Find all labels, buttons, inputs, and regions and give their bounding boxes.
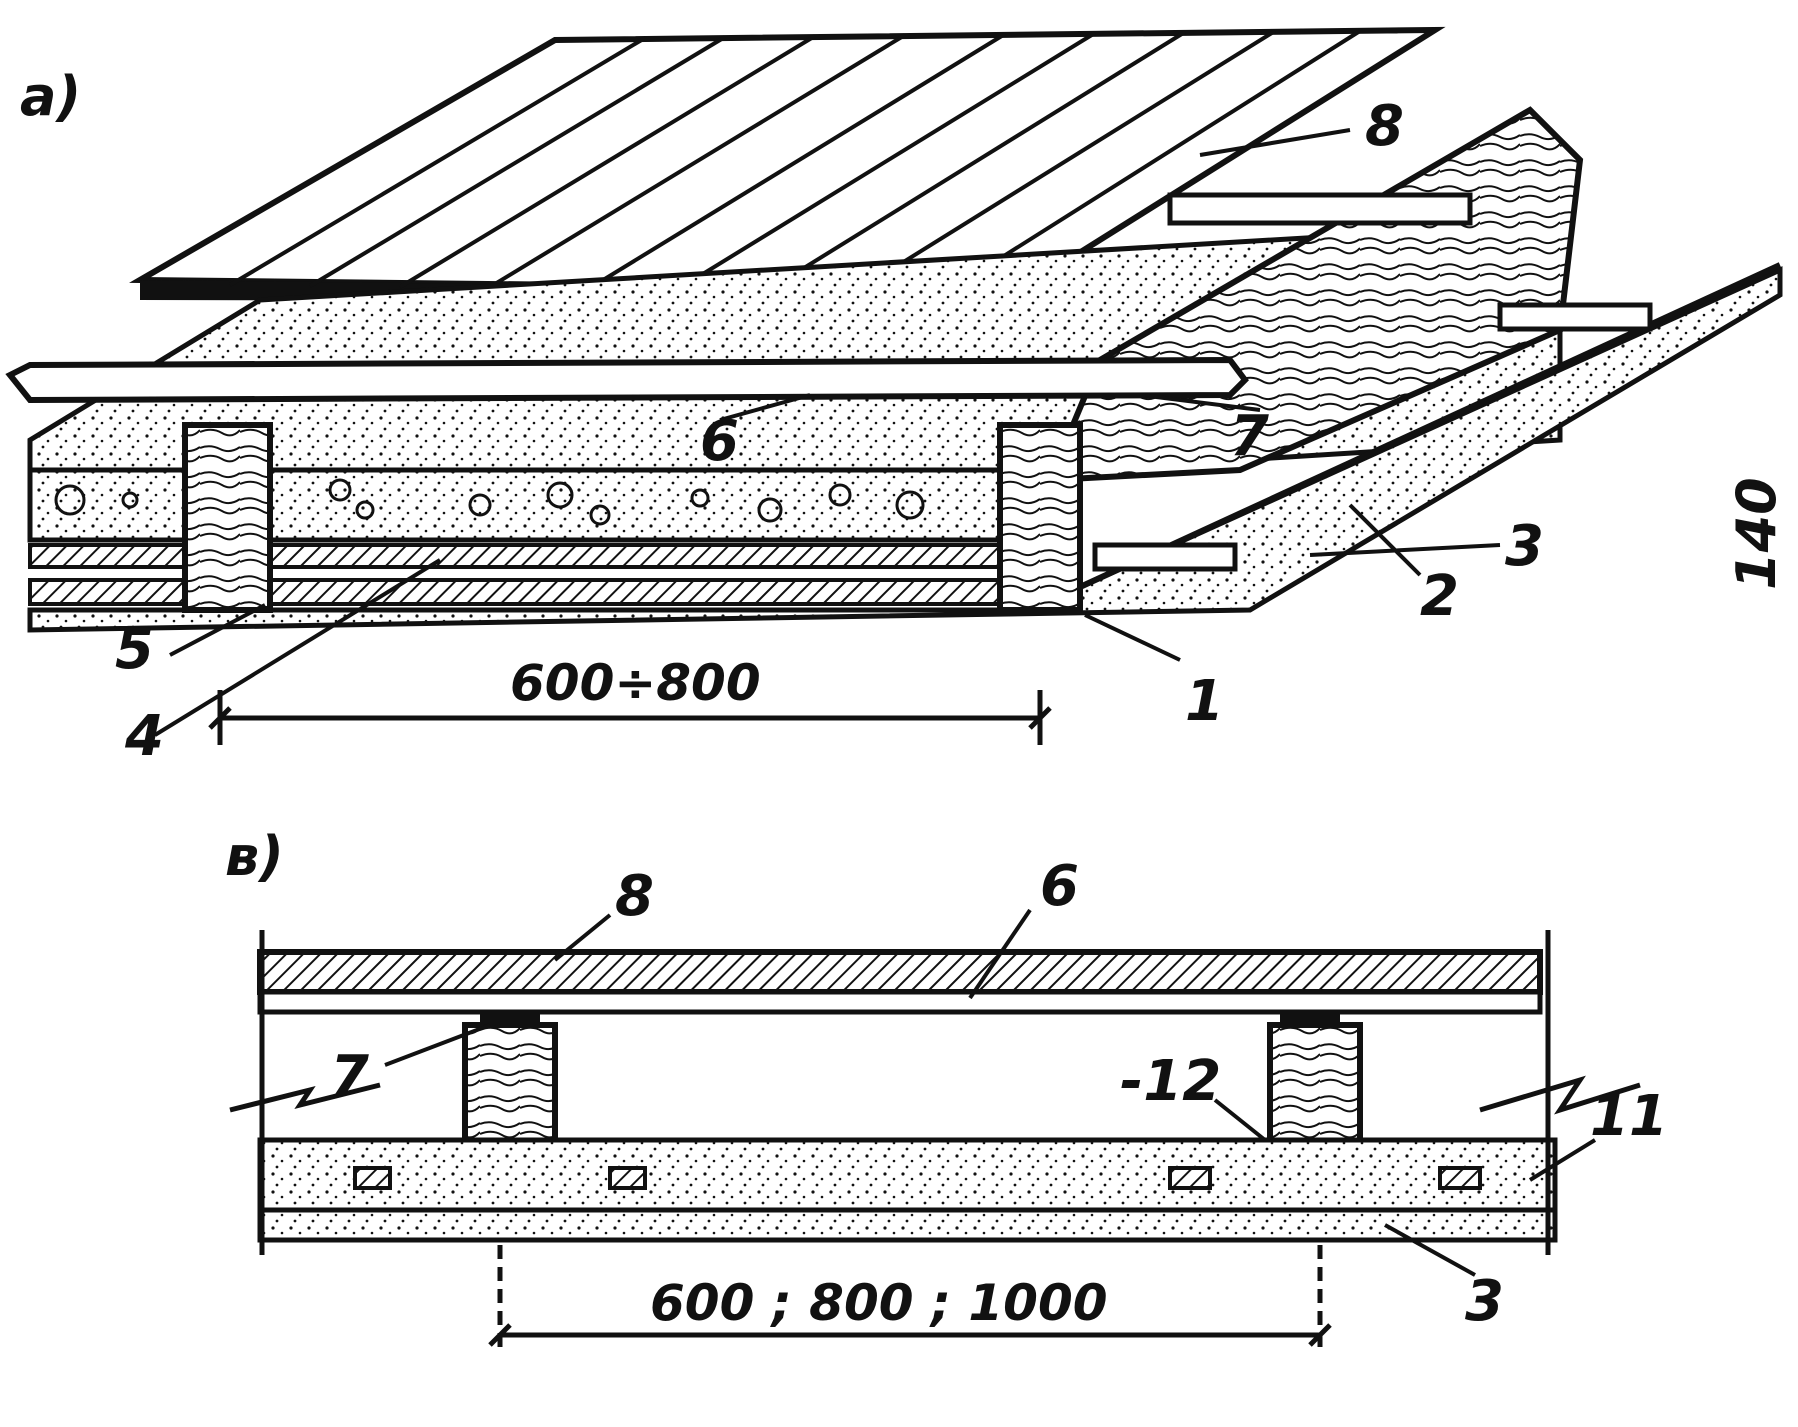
floorboard-deck [129, 26, 1446, 302]
dimension-line-a [208, 690, 1052, 745]
callout-b-11: 11 [1590, 1084, 1668, 1149]
panel-b-label: в) [225, 825, 284, 888]
panel-a-label: a) [20, 65, 81, 128]
callout-a-2: 2 [1420, 564, 1459, 629]
panel-b [229, 908, 1641, 1350]
joist-right [997, 422, 1083, 613]
base-section [257, 1207, 1558, 1243]
gravel-layer [27, 467, 1033, 543]
slab-section [257, 1137, 1558, 1213]
panel-a-dimension: 600÷800 [510, 654, 761, 712]
leader-lines-b [384, 908, 1597, 1277]
panel-a [5, 26, 1783, 745]
callout-a-6: 6 [700, 409, 739, 474]
callout-b-8: 8 [615, 864, 654, 929]
callout-a-3: 3 [1505, 514, 1544, 579]
joist-left [182, 422, 273, 613]
callout-a-4: 4 [124, 704, 164, 769]
leader-lines-a [153, 128, 1501, 737]
slat-7 [1092, 192, 1653, 572]
break-lines [229, 930, 1641, 1255]
callout-a-1: 1 [1185, 669, 1224, 734]
dimension-line-b [488, 1245, 1332, 1350]
callout-b-3: 3 [1465, 1269, 1504, 1334]
callout-b-7: 7 [330, 1044, 369, 1109]
callout-a-8: 8 [1365, 94, 1404, 159]
beam-6-section [257, 989, 1543, 1015]
panel-b-dimension: 600 ; 800 ; 1000 [650, 1274, 1108, 1332]
callout-a-7: 7 [1230, 404, 1269, 469]
deck-8-section [257, 949, 1543, 995]
callout-a-5: 5 [115, 617, 154, 682]
callout-b-6: 6 [1040, 854, 1079, 919]
side-number: 140 [1725, 477, 1788, 590]
beam-6 [5, 356, 1249, 404]
callout-b-12: -12 [1120, 1049, 1221, 1114]
insert-blocks [353, 1166, 1482, 1190]
